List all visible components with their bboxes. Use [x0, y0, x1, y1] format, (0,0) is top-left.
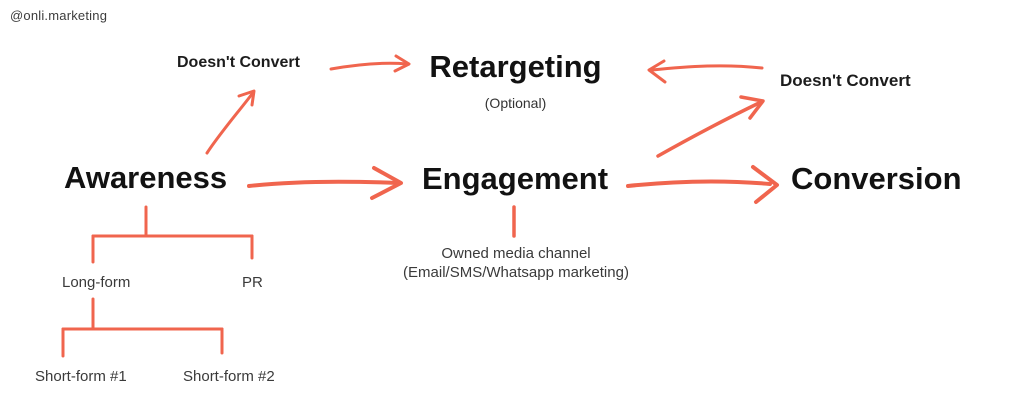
retargeting-title: Retargeting: [429, 49, 602, 84]
label-doesnt-convert-left: Doesn't Convert: [177, 54, 300, 71]
owned-media-line1: Owned media channel: [441, 245, 591, 262]
watermark: @onli.marketing: [10, 8, 108, 23]
node-long-form: Long-form: [62, 274, 131, 291]
arrow-doesnt-convert-right-to-retargeting: [647, 59, 764, 84]
node-awareness: Awareness: [64, 160, 228, 195]
arrow-engagement-to-doesnt-convert-right: [656, 95, 765, 158]
node-short-form-2: Short-form #2: [183, 368, 275, 385]
owned-media-line2: (Email/SMS/Whatsapp marketing): [403, 264, 629, 281]
node-owned-media: Owned media channel (Email/SMS/Whatsapp …: [396, 244, 636, 282]
node-conversion: Conversion: [791, 161, 962, 196]
node-short-form-1: Short-form #1: [35, 368, 127, 385]
node-engagement: Engagement: [422, 161, 609, 196]
arrow-engagement-to-conversion: [626, 165, 779, 204]
arrow-doesnt-convert-left-to-retargeting: [329, 54, 411, 73]
label-doesnt-convert-right: Doesn't Convert: [780, 71, 911, 90]
connector-longform-children: [61, 297, 224, 358]
node-pr: PR: [242, 274, 263, 291]
node-retargeting: Retargeting (Optional): [427, 51, 604, 111]
connector-awareness-children: [91, 205, 254, 264]
arrow-awareness-to-doesnt-convert-left: [205, 89, 256, 155]
arrow-awareness-to-engagement: [247, 166, 403, 200]
retargeting-note: (Optional): [484, 95, 547, 111]
